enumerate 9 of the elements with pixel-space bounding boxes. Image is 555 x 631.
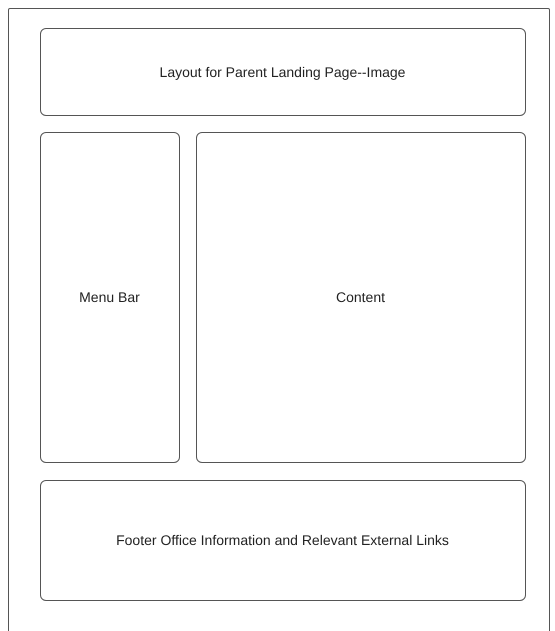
footer-panel [40,480,526,600]
panel-label: Footer Office Information and Relevant External Links [115,532,450,548]
panel-label: Content [334,289,386,305]
menu-panel [40,132,180,462]
content-panel [196,132,526,462]
panel-label: Layout for Parent Landing Page--Image [158,64,406,80]
page-frame [8,8,550,631]
header-panel [40,28,526,116]
panel-label: Menu Bar [78,289,141,305]
